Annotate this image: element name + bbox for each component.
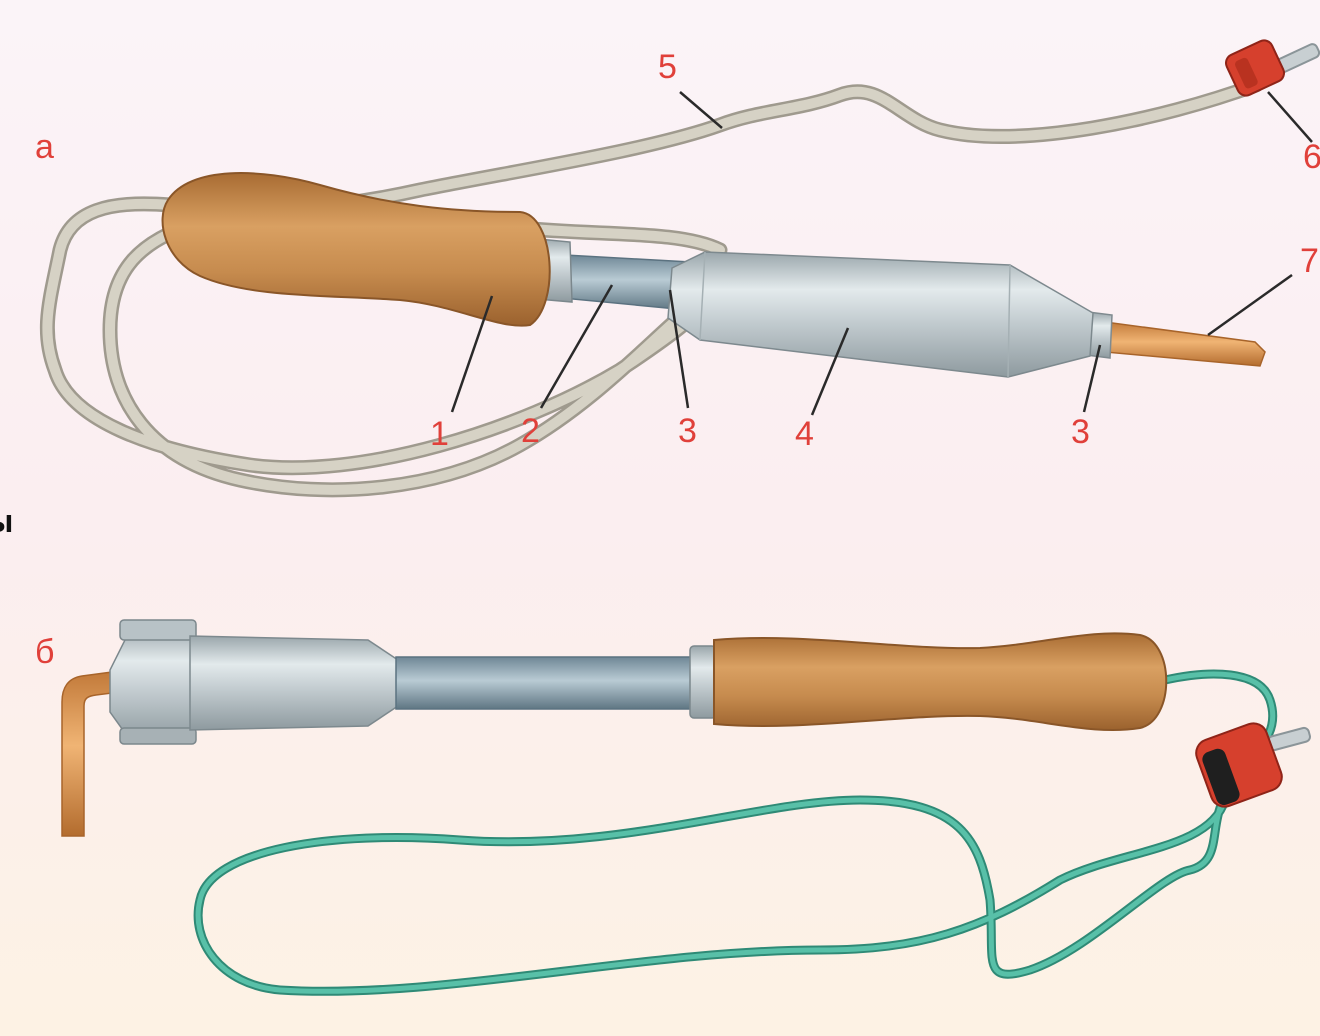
heater-body-b — [190, 636, 398, 730]
callout-3-collar-left: 3 — [678, 412, 697, 450]
wooden-handle-b — [714, 633, 1166, 730]
callout-1-handle: 1 — [430, 415, 449, 453]
metal-rod-b — [396, 657, 694, 709]
callout-4-heater: 4 — [795, 415, 814, 453]
head-ring-b — [120, 620, 196, 640]
ferrule-b — [690, 646, 716, 718]
callout-2-rod: 2 — [521, 412, 540, 450]
callout-5-cord: 5 — [658, 48, 677, 86]
conical-head-b — [110, 626, 195, 742]
panel-label-a: а — [35, 128, 54, 166]
callout-6-plug: 6 — [1303, 138, 1320, 176]
callout-3-collar-right: 3 — [1071, 413, 1090, 451]
side-mark: ы — [0, 503, 13, 540]
callout-7-tip: 7 — [1300, 242, 1319, 280]
panel-label-b: б — [35, 633, 54, 671]
